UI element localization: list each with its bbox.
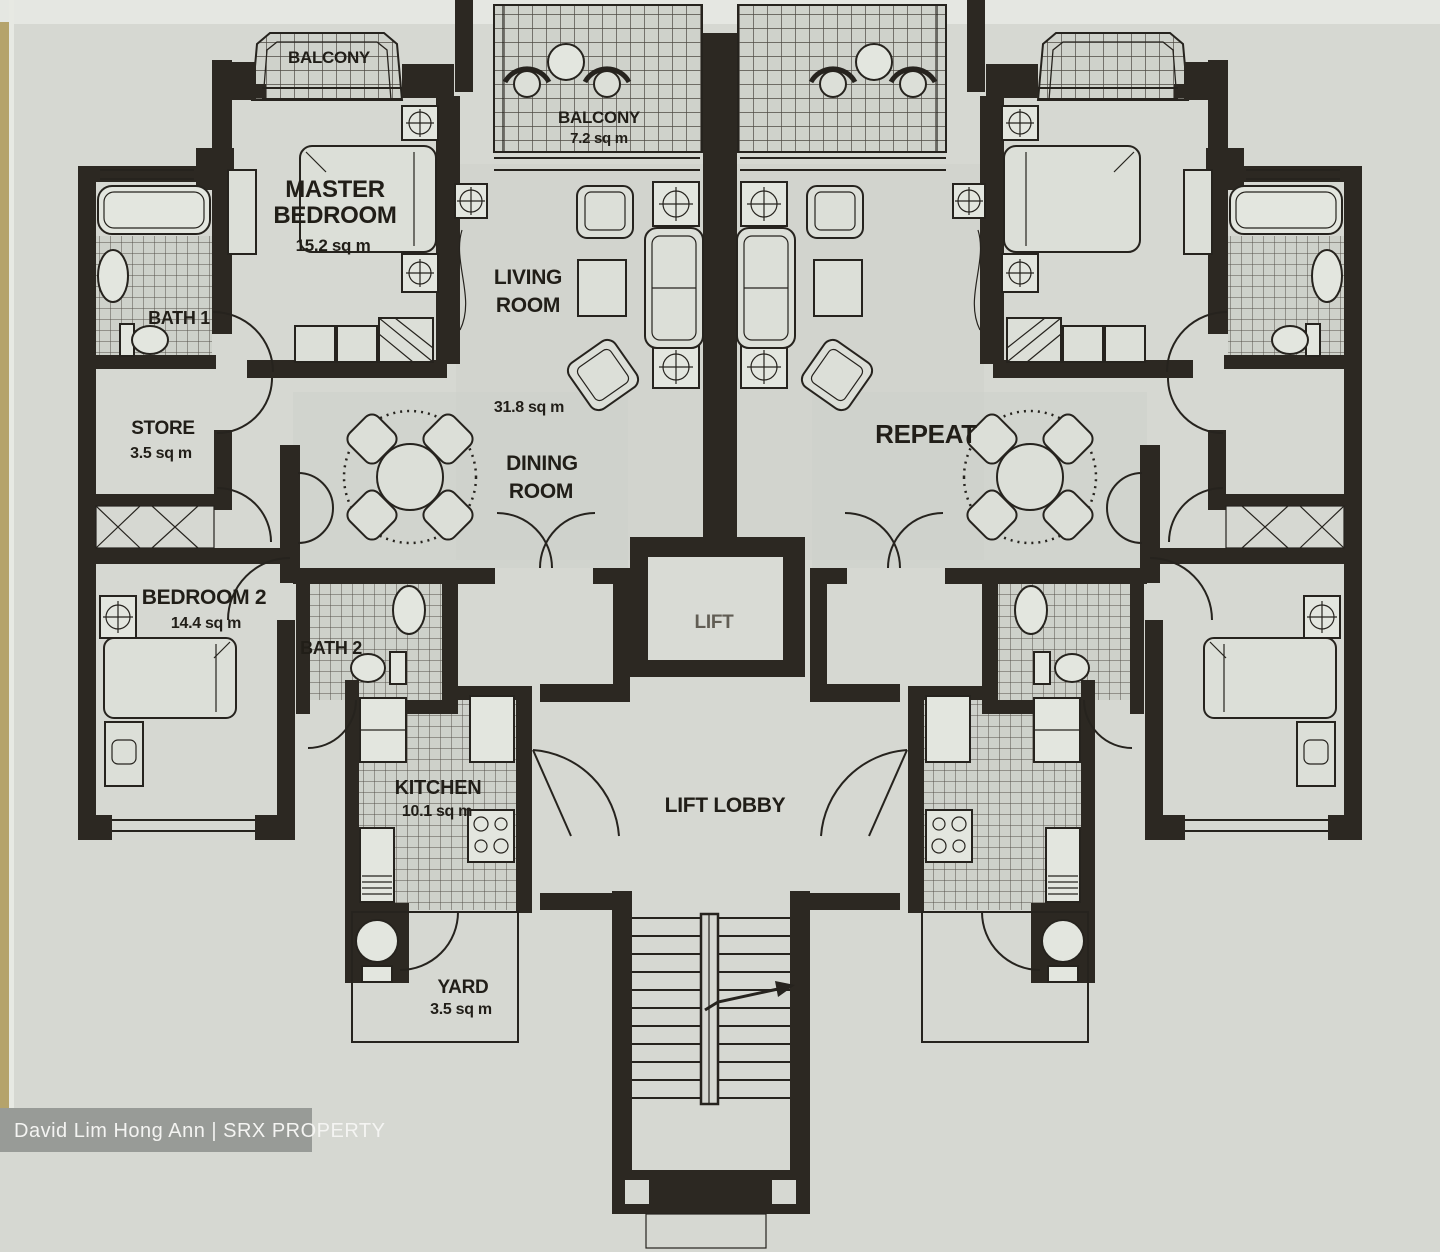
staircase	[612, 891, 810, 1249]
label-yard-area: 3.5 sq m	[430, 1001, 492, 1018]
label-balcony-living-area: 7.2 sq m	[570, 130, 628, 147]
room-labels: BALCONY MASTER BEDROOM 15.2 sq m BATH 1 …	[130, 48, 977, 1018]
label-living-area: 31.8 sq m	[494, 399, 564, 416]
watermark: David Lim Hong Ann | SRX PROPERTY	[0, 1108, 385, 1152]
watermark-band	[0, 1108, 312, 1152]
label-dining-line1: DINING	[506, 452, 578, 475]
label-kitchen: KITCHEN	[395, 777, 482, 799]
photo-edge-strip	[0, 22, 9, 1108]
label-balcony-living: BALCONY	[558, 108, 641, 127]
label-living-line1: LIVING	[494, 266, 562, 289]
label-kitchen-area: 10.1 sq m	[402, 803, 472, 820]
label-bedroom2: BEDROOM 2	[142, 586, 266, 609]
label-master-area: 15.2 sq m	[296, 236, 371, 255]
label-lift: LIFT	[695, 612, 735, 633]
label-master-line2: BEDROOM	[273, 202, 396, 229]
label-bedroom2-area: 14.4 sq m	[171, 615, 241, 632]
label-store-area: 3.5 sq m	[130, 445, 192, 462]
label-balcony-master: BALCONY	[288, 48, 371, 67]
label-lift-lobby: LIFT LOBBY	[665, 794, 786, 817]
lift-shaft	[630, 537, 805, 677]
label-yard: YARD	[438, 977, 489, 998]
watermark-text: David Lim Hong Ann | SRX PROPERTY	[14, 1120, 385, 1142]
label-living-line2: ROOM	[496, 294, 560, 317]
label-store: STORE	[131, 418, 195, 439]
paper-top-light	[0, 0, 1440, 24]
label-bath2: BATH 2	[300, 638, 362, 658]
label-master-line1: MASTER	[285, 176, 385, 203]
stair-direction-arrow	[775, 981, 795, 997]
label-repeat: REPEAT	[875, 419, 977, 449]
label-dining-line2: ROOM	[509, 480, 573, 503]
label-bath1: BATH 1	[148, 308, 210, 328]
paper-edge-highlight	[9, 0, 14, 1108]
